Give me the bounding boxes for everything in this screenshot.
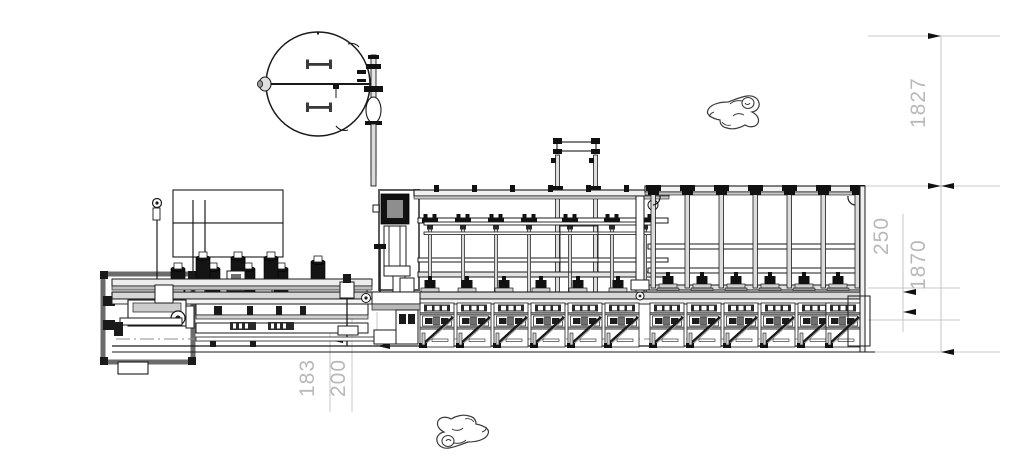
bay-post [748, 185, 763, 289]
tank-lug-top [347, 42, 360, 48]
infeed-foot [117, 361, 149, 375]
bay-post [782, 185, 797, 289]
lower-drive-module [684, 301, 723, 350]
bay-post [816, 185, 831, 289]
bearing-block [724, 271, 748, 292]
control-cabinet [372, 189, 420, 295]
vertical-standpipe-filter [333, 54, 383, 187]
standpipe-valve-upper [366, 64, 381, 69]
lower-drive-module [758, 301, 797, 350]
bearing-block [826, 271, 850, 292]
lower-drive-module [565, 301, 604, 350]
bearing-block [758, 271, 782, 292]
bearing-block [690, 271, 714, 292]
dimension-label-1870: 1870 [907, 239, 930, 290]
operator-figure-top [706, 95, 760, 130]
lower-drive-module [721, 301, 760, 350]
lower-drive-module [417, 301, 456, 350]
infeed-conveyor-detail [114, 274, 377, 347]
lower-drive-module-row [417, 301, 862, 350]
operator-figure-bottom [436, 414, 490, 449]
lower-drive-module [602, 301, 641, 350]
tank-lug-bottom [335, 125, 349, 131]
dimension-label-1827: 1827 [907, 77, 930, 128]
bay-hook [847, 195, 856, 206]
standpipe-filter-bowl [365, 96, 382, 124]
tank-internal-marks [306, 59, 332, 112]
dimension-label-200: 200 [327, 359, 350, 397]
dimension-group-right: 1827 1870 250 [700, 33, 1000, 355]
standpipe-valve-lower [364, 86, 383, 92]
lower-drive-module [647, 301, 686, 350]
lower-drive-module [528, 301, 567, 350]
center-transition-assembly [361, 195, 650, 345]
lower-drive-module [823, 301, 862, 350]
lower-drive-module [491, 301, 530, 350]
bay-hook [652, 195, 661, 206]
bay-post [646, 185, 661, 289]
dimension-label-250: 250 [870, 217, 893, 255]
dimension-label-183: 183 [296, 359, 319, 397]
lower-drive-module [454, 301, 493, 350]
circular-tank [256, 31, 374, 137]
bearing-block [792, 271, 816, 292]
bay-post [680, 185, 695, 289]
bay-post [714, 185, 729, 289]
upper-rail-assembly [413, 185, 670, 278]
outfeed-end-frame [847, 185, 875, 353]
dimension-group-bottom: 183 200 [296, 300, 390, 412]
right-section-bays [644, 185, 865, 292]
